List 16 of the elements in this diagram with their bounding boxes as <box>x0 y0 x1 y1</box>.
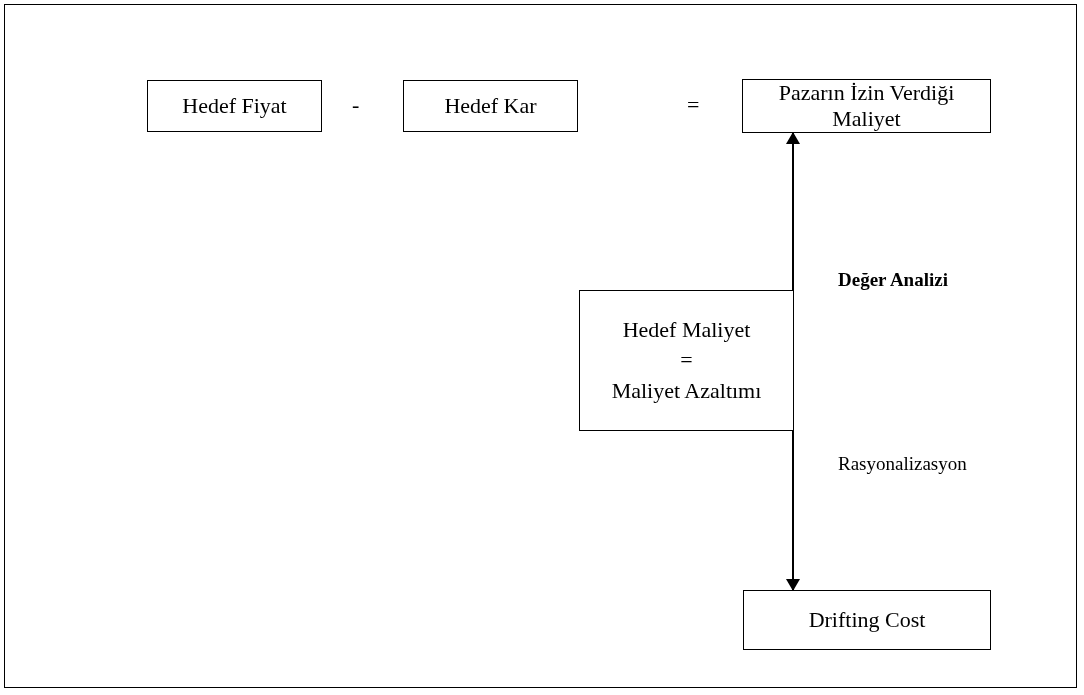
box-text: Hedef Fiyat <box>182 92 287 120</box>
box-text: Drifting Cost <box>808 606 926 634</box>
operator-sign: - <box>352 92 360 118</box>
box-text: = <box>680 347 693 374</box>
box-text: Maliyet Azaltımı <box>611 377 762 405</box>
process-box <box>743 590 991 650</box>
process-box <box>403 80 578 132</box>
box-text: Hedef Kar <box>444 92 537 120</box>
arrow <box>786 430 800 591</box>
arrow <box>786 132 800 291</box>
operator-sign: = <box>687 92 700 118</box>
box-text: Pazarın İzin Verdiği Maliyet <box>777 79 956 133</box>
process-box <box>742 79 991 133</box>
process-box <box>147 80 322 132</box>
process-box <box>579 290 794 431</box>
box-text: Hedef Maliyet <box>622 316 751 344</box>
